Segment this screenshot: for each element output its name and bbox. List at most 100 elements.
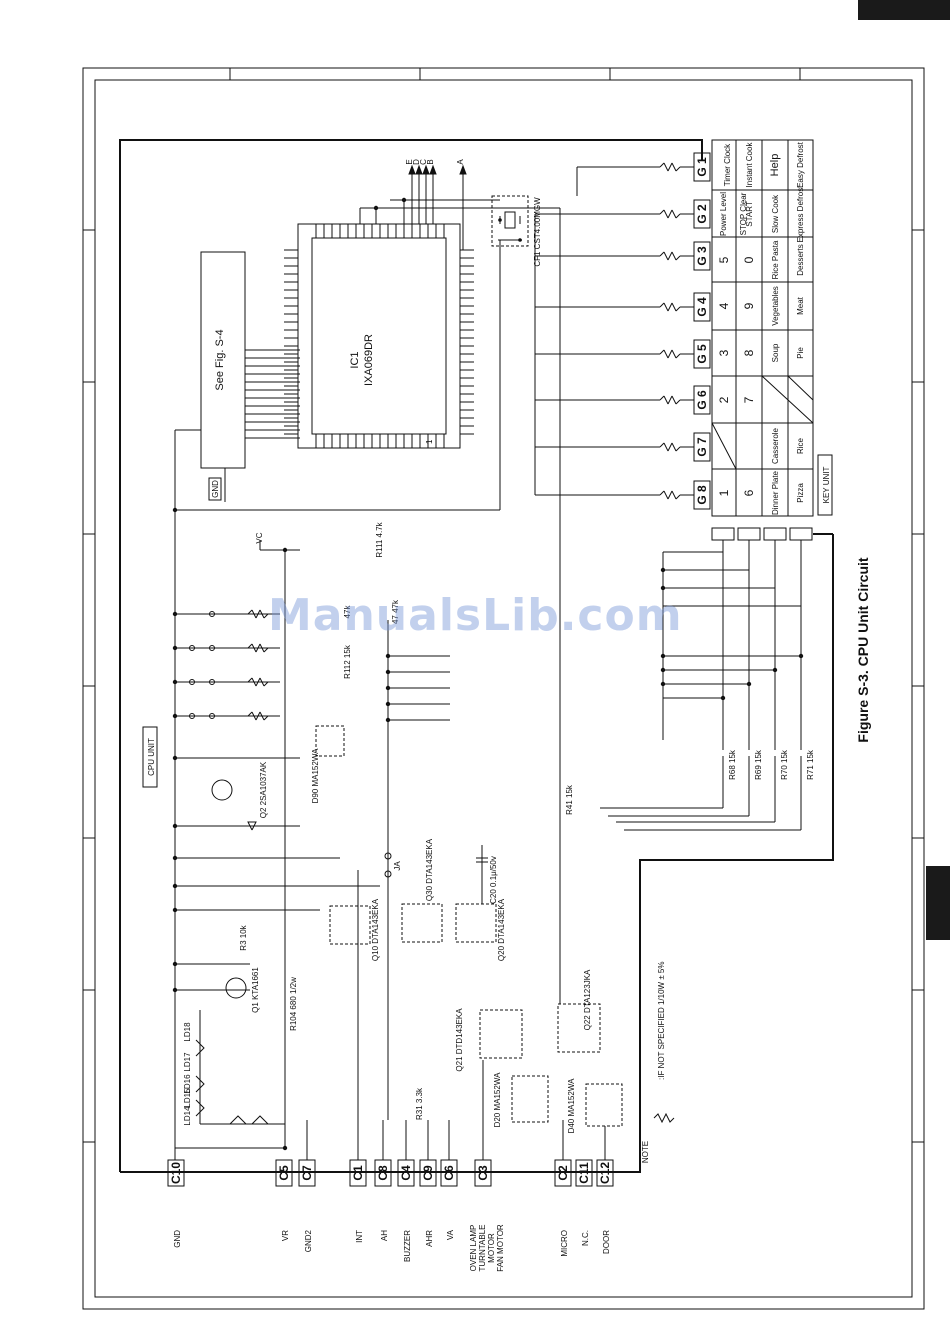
- r104-label: R104 680 1/2w: [289, 977, 298, 1031]
- r31-label: R31 3.3k: [415, 1087, 424, 1120]
- r69-label: R69 15k: [754, 749, 763, 780]
- q22-label: Q22 DTA123JKA: [583, 969, 592, 1030]
- r3-label: R3 10k: [239, 924, 248, 950]
- signal-door: DOOR: [602, 1230, 611, 1254]
- cpu-unit-box: [142, 726, 158, 788]
- r68-label: R68 15k: [728, 749, 737, 780]
- key-vegetables: Vegetables: [771, 286, 780, 326]
- outer-frame: [82, 67, 925, 1310]
- q21-transistor: [479, 1009, 523, 1059]
- signal-c3-line1: OVEN LAMP: [469, 1225, 478, 1272]
- ic1-pins-left: [284, 249, 298, 435]
- q30-label: Q30 DTA143EKA: [425, 838, 434, 901]
- terminal-c2: [554, 1159, 572, 1187]
- ic1-pins-bottom: [315, 434, 445, 448]
- key-express-defrost: Express Defrost: [796, 185, 805, 243]
- led-ld18-label: LD18: [183, 1022, 192, 1042]
- key-casserole: Casserole: [771, 427, 780, 464]
- vc-label: VC: [255, 532, 264, 543]
- key-3: 3: [717, 349, 731, 356]
- terminal-c7: [298, 1159, 316, 1187]
- cf1-resonator: [491, 195, 529, 247]
- key-9: 9: [742, 302, 756, 309]
- ja-label: JA: [393, 861, 402, 871]
- key-0: 0: [742, 256, 756, 263]
- d40-diode: [585, 1083, 623, 1127]
- led-ld15-label: LD15: [183, 1088, 192, 1108]
- r-47-47k-label: 47 47k: [391, 599, 400, 624]
- signal-ahr: AHR: [425, 1230, 434, 1247]
- key-meat: Meat: [796, 296, 805, 315]
- key-2: 2: [717, 396, 731, 403]
- note-text: :IF NOT SPECIFIED 1/10W ± 5%: [657, 962, 666, 1081]
- pin-c4: C4: [399, 1165, 413, 1181]
- cf1-label: CF1 CST4.00MGW: [533, 197, 542, 267]
- see-fig-label: See Fig. S-4: [214, 329, 226, 390]
- q2-transistor: [211, 779, 233, 801]
- pin-c10: C10: [169, 1162, 183, 1184]
- key-stop-clear: STOP Clear: [739, 192, 748, 235]
- key-1: 1: [717, 489, 731, 496]
- pin-c8: C8: [376, 1165, 390, 1181]
- terminal-c3: [474, 1159, 492, 1187]
- bus-label-b: B: [426, 159, 435, 164]
- pin-c6: C6: [442, 1165, 456, 1181]
- signal-c3-line2: TURNTABLE: [478, 1225, 487, 1272]
- r-47k-label: 47k: [343, 605, 352, 619]
- g4-label: G 4: [695, 297, 709, 317]
- pin-c9: C9: [421, 1165, 435, 1181]
- terminal-c5: [275, 1159, 293, 1187]
- key-rice: Rice: [796, 437, 805, 454]
- figure-title: Figure S-3. CPU Unit Circuit: [855, 557, 871, 742]
- signal-vr: VR: [281, 1230, 290, 1241]
- pin-c7: C7: [300, 1165, 314, 1181]
- terminal-c4: [397, 1159, 415, 1187]
- signal-buzzer: BUZZER: [403, 1230, 412, 1262]
- d20-diode: [511, 1075, 549, 1123]
- q20-label: Q20 DTA143EKA: [497, 898, 506, 961]
- q21-label: Q21 DTD143EKA: [455, 1008, 464, 1072]
- terminal-c12: [596, 1159, 614, 1187]
- ic1-body: [297, 223, 461, 449]
- c20-label: C20 0.1μ/50v: [489, 856, 498, 904]
- ic1-part-number: IXA069DR: [363, 334, 375, 386]
- d90-label: D90 MA152WA: [311, 748, 320, 804]
- cpu-unit-label: CPU UNIT: [147, 738, 156, 776]
- key-8: 8: [742, 349, 756, 356]
- key-timer-clock: Timer Clock: [723, 143, 732, 186]
- q10-transistor: [329, 905, 371, 945]
- r112-label: R112 15k: [343, 644, 352, 679]
- q22-transistor: [557, 1003, 601, 1053]
- key-unit-label: KEY UNIT: [822, 467, 831, 504]
- g1-label: G 1: [695, 157, 709, 177]
- ic1-pins-top: [315, 224, 445, 238]
- ic1-pins-right: [460, 249, 474, 435]
- pin-c1: C1: [351, 1165, 365, 1181]
- key-desserts: Desserts: [796, 244, 805, 276]
- key-unit-box: [817, 454, 833, 516]
- d90-diode: [315, 725, 345, 757]
- q2-label: Q2 2SA1037AK: [259, 761, 268, 818]
- pin-c12: C12: [598, 1162, 612, 1184]
- note-label: NOTE: [641, 1141, 650, 1163]
- page-tab-top: [858, 0, 950, 20]
- bus-label-e: E: [405, 159, 414, 164]
- signal-int: INT: [355, 1230, 364, 1243]
- key-connector: [737, 527, 761, 541]
- q1-label: Q1 KTA1661: [251, 967, 260, 1013]
- led-chain: [195, 1010, 285, 1125]
- signal-c3-line4: FAN MOTOR: [496, 1224, 505, 1272]
- key-7: 7: [742, 396, 756, 403]
- gnd-box: [208, 477, 222, 501]
- g6-label: G 6: [695, 390, 709, 410]
- key-connector: [789, 527, 813, 541]
- r70-label: R70 15k: [780, 749, 789, 780]
- terminal-c11: [575, 1159, 593, 1187]
- g5-label: G 5: [695, 344, 709, 364]
- key-instant-cook: Instant Cook: [745, 142, 754, 188]
- signal-gnd2: GND2: [304, 1229, 313, 1252]
- key-connector: [711, 527, 735, 541]
- pin-c5: C5: [277, 1165, 291, 1181]
- key-power-level: Power Level: [719, 192, 728, 236]
